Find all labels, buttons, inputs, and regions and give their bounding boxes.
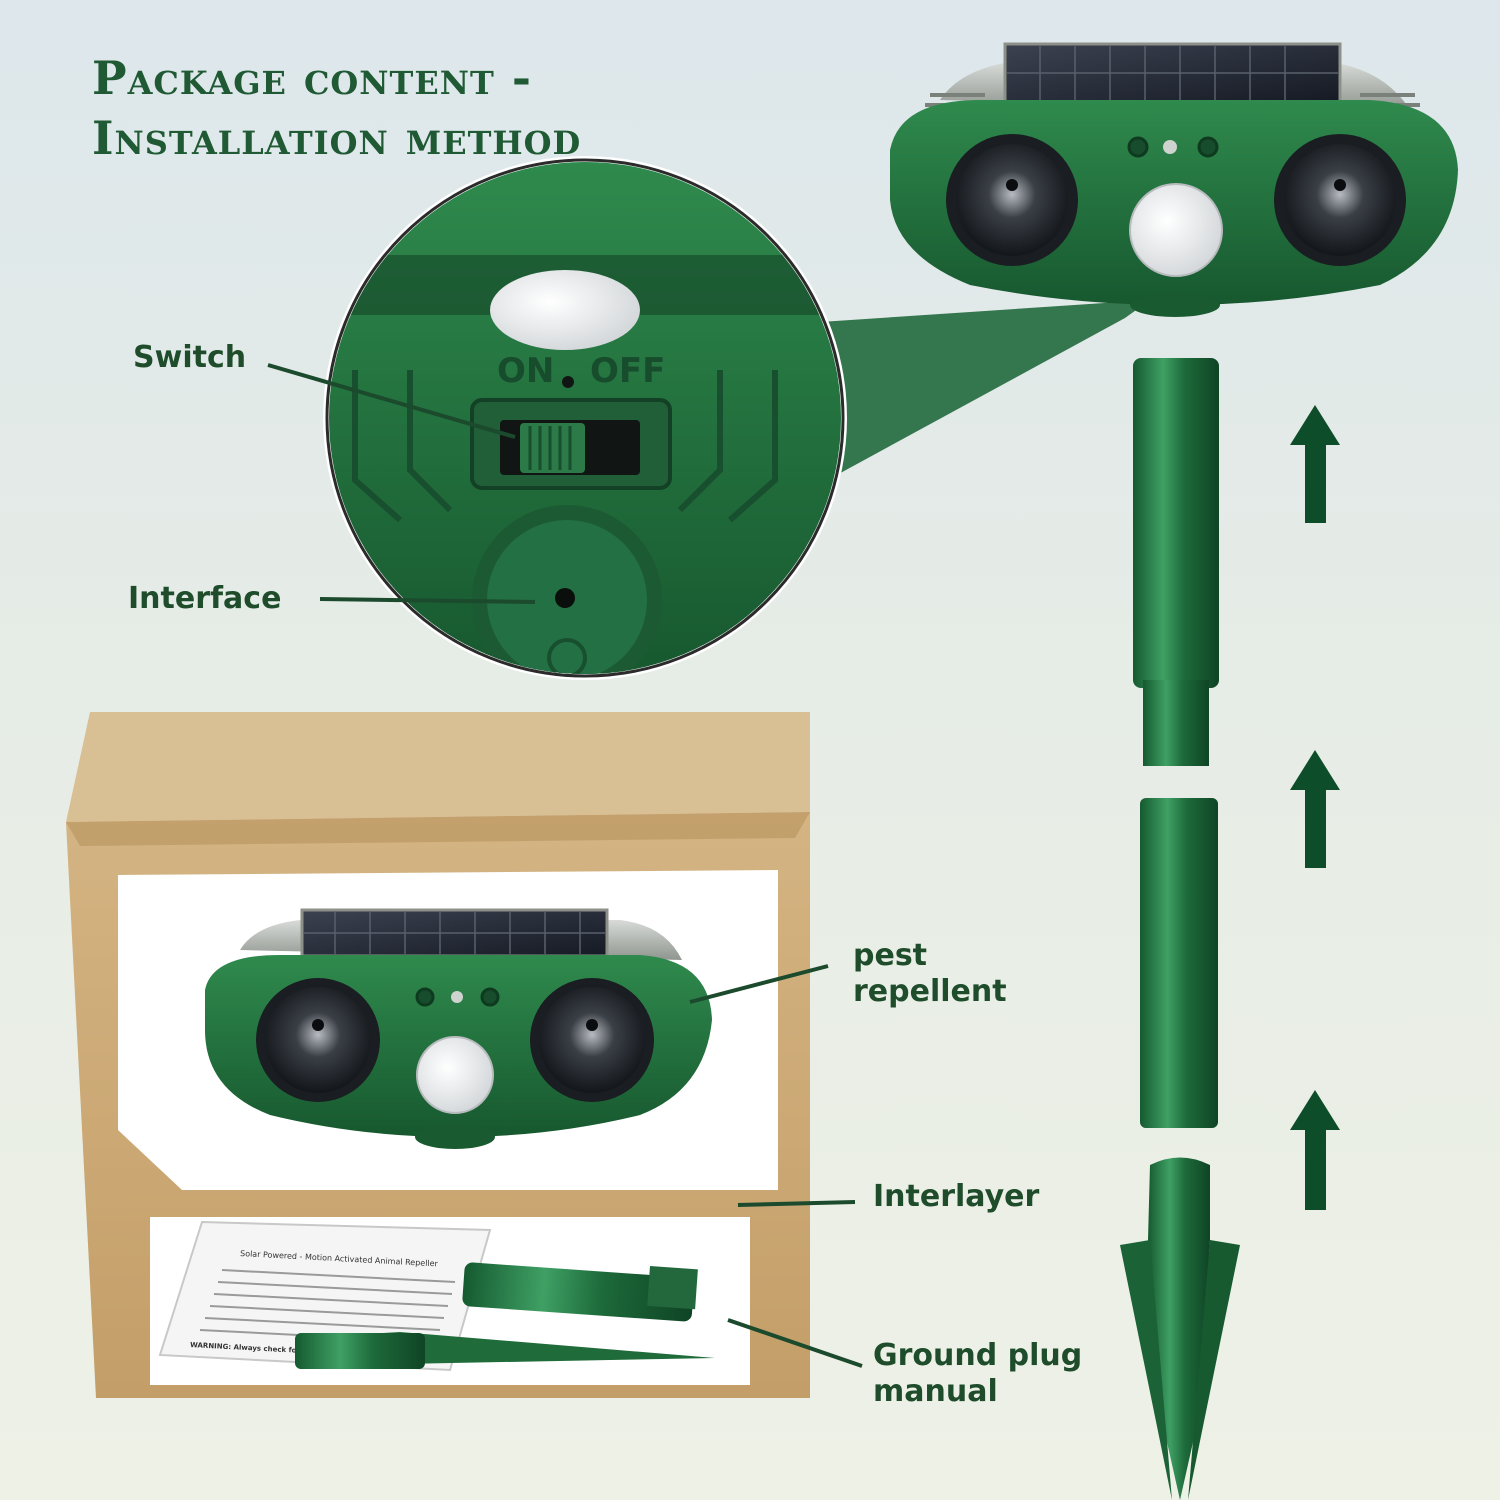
ground-plug-parts	[295, 1262, 715, 1369]
label-ground-plug-line-2: manual	[873, 1374, 998, 1409]
label-interlayer: Interlayer	[873, 1179, 1040, 1214]
label-switch: Switch	[133, 340, 247, 375]
page-title: Package content - Installation method	[92, 48, 581, 168]
stake-pole-segments	[1120, 358, 1240, 1500]
repeller-device-top	[890, 42, 1458, 317]
leader-lines	[267, 363, 863, 1368]
up-arrow-icon	[1290, 1090, 1340, 1210]
off-marking: OFF	[590, 351, 665, 391]
label-interface: Interface	[128, 581, 282, 616]
label-pest-repellent-line-2: repellent	[853, 974, 1007, 1009]
repeller-device-in-box	[205, 908, 712, 1149]
label-ground-plug-manual: Ground plug manual	[873, 1338, 1082, 1410]
switch-zoom-circle: ON OFF	[323, 156, 847, 680]
on-marking: ON	[497, 351, 554, 391]
title-line-1: Package content -	[92, 51, 532, 105]
label-pest-repellent: pest repellent	[853, 938, 1007, 1010]
up-arrow-icon	[1290, 405, 1340, 523]
label-pest-repellent-line-1: pest	[853, 938, 928, 973]
up-arrow-icon	[1290, 750, 1340, 868]
title-line-2: Installation method	[92, 111, 582, 165]
label-ground-plug-line-1: Ground plug	[873, 1338, 1083, 1373]
